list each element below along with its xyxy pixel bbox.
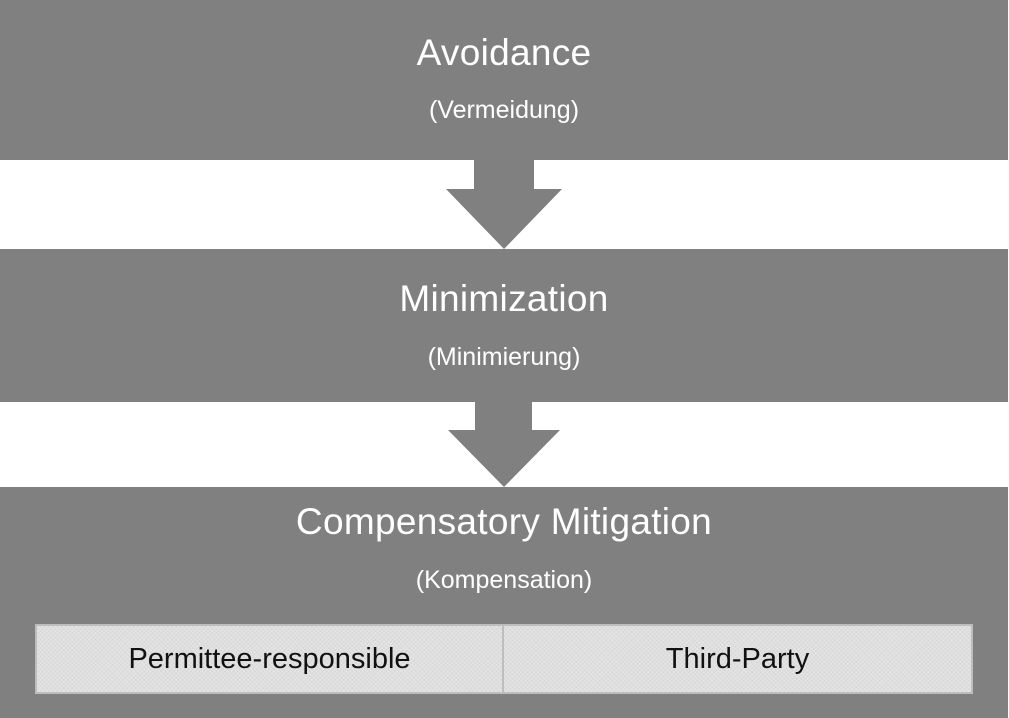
mitigation-type-permittee-responsible: Permittee-responsible: [35, 624, 504, 694]
stage-title-minimization: Minimization: [399, 278, 609, 319]
stage-avoidance: Avoidance (Vermeidung): [0, 0, 1008, 160]
stage-subtitle-avoidance: (Vermeidung): [428, 96, 580, 124]
stage-title-compensation: Compensatory Mitigation: [295, 501, 713, 542]
stage-title-avoidance: Avoidance: [416, 32, 592, 73]
arrow-minimization-to-compensation: [448, 401, 560, 487]
stage-minimization: Minimization (Minimierung): [0, 249, 1008, 402]
mitigation-type-third-party: Third-Party: [502, 624, 973, 694]
arrow-avoidance-to-minimization: [446, 159, 562, 249]
stage-subtitle-minimization: (Minimierung): [427, 343, 581, 371]
stage-subtitle-compensation: (Kompensation): [415, 566, 593, 594]
